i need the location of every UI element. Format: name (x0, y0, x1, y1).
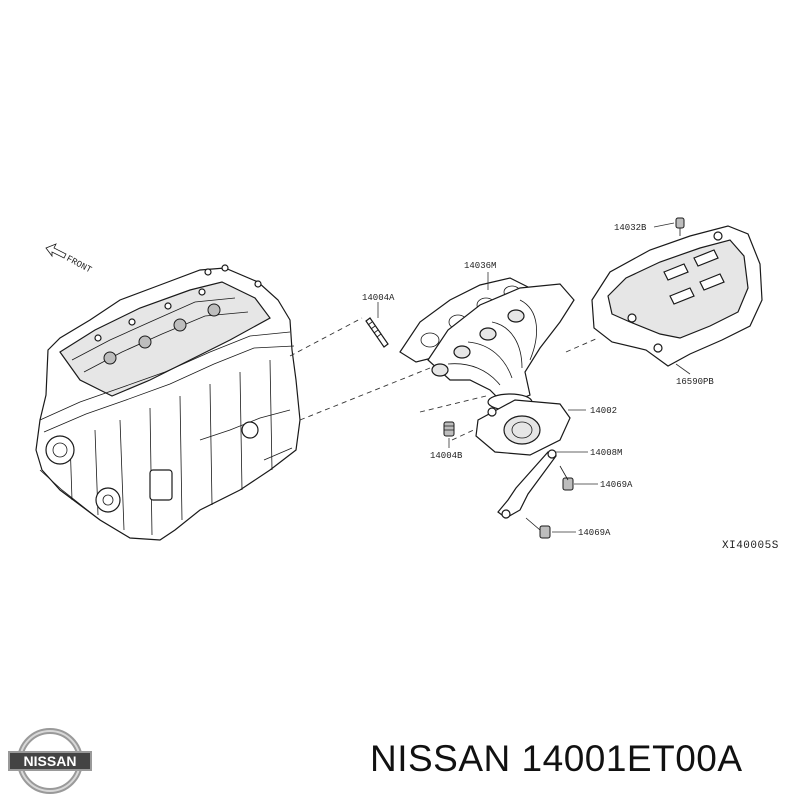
label-14036M: 14036M (464, 261, 496, 271)
leader-16590PB (675, 363, 691, 375)
bolt-14069A-upper (559, 465, 574, 491)
alignment-line-lower (451, 427, 479, 441)
bolt-14032B (675, 217, 685, 236)
label-14008M: 14008M (590, 448, 622, 458)
label-14069A-lower: 14069A (578, 528, 611, 538)
engine-block-illustration (35, 264, 301, 541)
alignment-line-stud (419, 395, 487, 413)
label-14069A-upper: 14069A (600, 480, 633, 490)
label-16590PB: 16590PB (676, 377, 714, 387)
bolt-14069A-lower (525, 517, 551, 539)
leader-14032B (653, 222, 675, 228)
front-label: FRONT (65, 254, 94, 276)
bracket-14008M (497, 449, 557, 519)
label-14032B: 14032B (614, 223, 647, 233)
front-direction-indicator: FRONT (45, 243, 94, 276)
part-number-caption: NISSAN 14001ET00A (370, 738, 743, 779)
diagram-reference-code: XI40005S (722, 540, 779, 552)
alignment-line-head (289, 317, 363, 357)
label-14004A: 14004A (362, 293, 395, 303)
heat-shield-16590PB (591, 225, 763, 367)
stud-14004A (365, 317, 389, 348)
bolt-14004B (443, 421, 455, 437)
nissan-logo: NISSAN (8, 728, 92, 794)
label-14002: 14002 (590, 406, 617, 416)
alignment-line-bolt (299, 367, 431, 421)
front-arrow-icon (45, 243, 67, 259)
label-14004B: 14004B (430, 451, 463, 461)
exhaust-manifold-14002 (427, 283, 575, 456)
alignment-line-heatshield (565, 337, 599, 353)
svg-text:NISSAN: NISSAN (24, 753, 77, 769)
